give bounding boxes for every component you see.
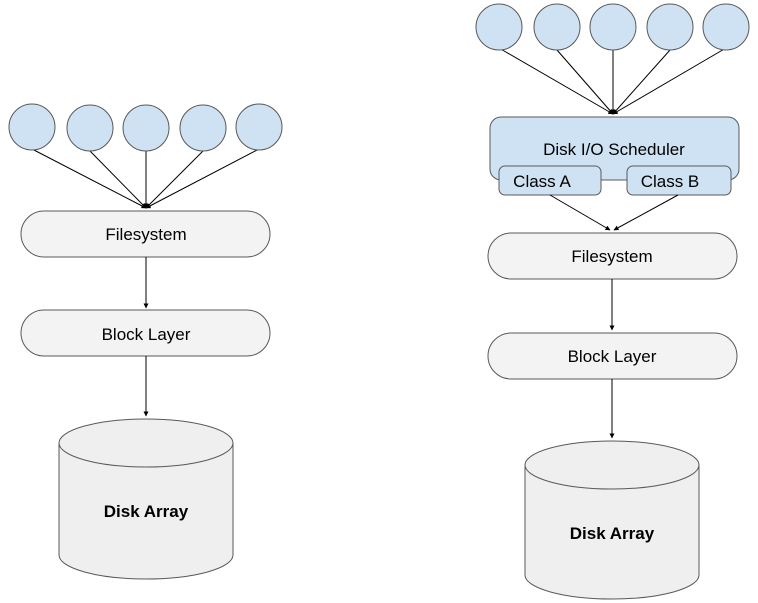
left-process-edges [31,148,260,209]
scheduler-label: Disk I/O Scheduler [543,140,685,159]
right-block-layer-label: Block Layer [568,347,657,366]
left-disk-array-label: Disk Array [104,502,189,521]
right-diagram: Disk I/O Scheduler Class A Class B Files… [475,3,750,600]
class-b-box: Class B [626,165,732,196]
left-block-layer-label: Block Layer [102,325,191,344]
right-process-circles [475,3,750,51]
left-process-circles [8,103,283,152]
process-circle [475,3,523,51]
process-circle [122,104,170,152]
process-circle [179,104,227,152]
process-circle [8,103,56,151]
left-filesystem-label: Filesystem [105,225,186,244]
process-circle [235,103,283,151]
left-disk-array: Disk Array [58,418,234,580]
process-circle [533,3,581,51]
process-circle [702,3,750,51]
process-circle [646,3,694,51]
scheduler-box: Disk I/O Scheduler [489,116,740,181]
left-block-layer-box: Block Layer [20,309,271,357]
left-filesystem-box: Filesystem [20,210,271,258]
right-disk-array: Disk Array [524,440,700,600]
class-a-label: Class A [513,172,571,191]
process-circle [66,104,114,152]
class-b-label: Class B [641,172,700,191]
left-diagram: Filesystem Block Layer Disk Array [8,103,283,580]
process-circle [589,3,637,51]
right-filesystem-box: Filesystem [487,232,738,280]
right-filesystem-label: Filesystem [571,247,652,266]
class-a-box: Class A [498,165,602,196]
right-process-edges [498,47,727,115]
right-disk-array-label: Disk Array [570,524,655,543]
right-block-layer-box: Block Layer [487,332,738,380]
